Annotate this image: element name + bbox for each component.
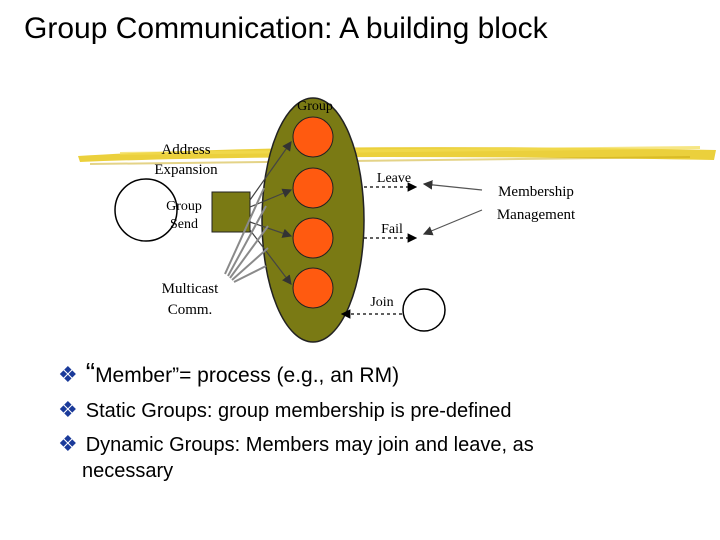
membership-management-label: Membership — [498, 184, 574, 200]
group-send-label: Group — [166, 199, 202, 214]
diamond-bullet-icon: ❖ — [58, 432, 78, 457]
member-circle — [292, 116, 334, 158]
multicast-label: Multicast — [162, 281, 219, 297]
sender-process-circle — [114, 178, 178, 242]
bullet-text: : Members may join and leave, as — [234, 434, 534, 456]
bullet-dynamic-groups: ❖ Dynamic Groups: Members may join and le… — [58, 432, 534, 484]
highlighter-streak — [78, 146, 716, 165]
multicast-lines — [224, 187, 269, 283]
join-label: Join — [370, 295, 393, 310]
bullet-text: : group membership is pre-defined — [206, 400, 512, 422]
bullet-term: Dynamic Groups — [85, 434, 235, 456]
membership-management-label: Management — [497, 207, 576, 223]
group-label: Group — [297, 99, 333, 114]
membership-arrows — [422, 180, 483, 236]
bullet-static-groups: ❖ Static Groups: group membership is pre-… — [58, 398, 512, 424]
slide-title: Group Communication: A building block — [24, 12, 548, 45]
bullet-term: Static Groups — [85, 400, 207, 422]
joining-process-circle — [402, 288, 446, 332]
member-circle — [292, 267, 334, 309]
address-expansion-label: Address — [161, 142, 210, 158]
bullet-text: Member”= process (e.g., an RM) — [95, 364, 400, 387]
group-send-label: Send — [170, 217, 198, 232]
bullet-member: ❖ “Member”= process (e.g., an RM) — [58, 357, 400, 389]
address-expansion-label: Expansion — [154, 162, 218, 178]
leave-label: Leave — [377, 171, 411, 186]
member-circle — [292, 217, 334, 259]
member-circle — [292, 167, 334, 209]
bullet-continuation: necessary — [82, 460, 174, 482]
diamond-bullet-icon: ❖ — [58, 363, 78, 388]
group-send-box — [211, 191, 251, 233]
group-communication-diagram: Group Address Expansion Group Send Multi… — [78, 97, 716, 343]
multicast-label: Comm. — [168, 302, 213, 318]
bullet-quote-open: “ — [85, 357, 96, 388]
diamond-bullet-icon: ❖ — [58, 398, 78, 423]
fail-label: Fail — [381, 222, 403, 237]
